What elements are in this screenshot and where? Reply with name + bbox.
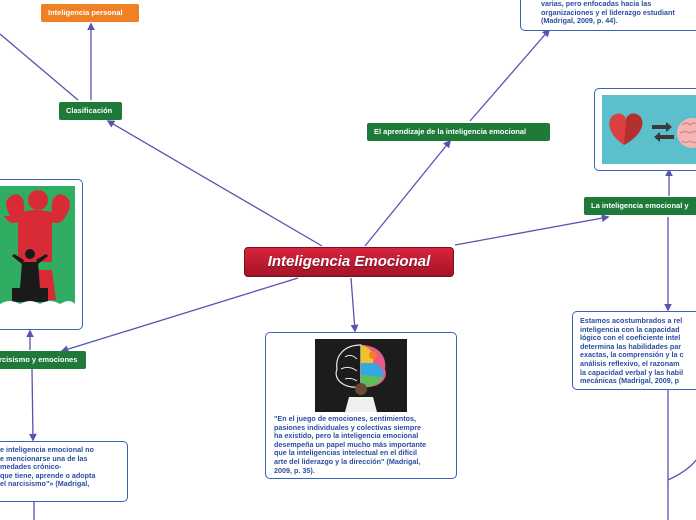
- link-central-right: [454, 214, 610, 246]
- center-quote-line-2: pasiones individuales y colectivas siemp…: [274, 422, 422, 432]
- right-quote-line-8: mecánicas (Madrigal, 2009, p: [580, 376, 680, 386]
- link-narcisismo-quote: [29, 368, 37, 442]
- center-quote-line-7: 2009, p. 35).: [274, 465, 315, 475]
- top-right-line-3: (Madrigal, 2009, p. 44).: [541, 16, 618, 26]
- brain-icon: [677, 118, 696, 148]
- top-right-text: varias, pero enfocadas hacia las organiz…: [541, 0, 696, 26]
- narcisismo-image: [0, 186, 75, 324]
- top-right-line-1: varias, pero enfocadas hacia las: [541, 0, 652, 8]
- link-rightquote-down: [667, 389, 696, 520]
- heart-brain-image: [602, 95, 696, 164]
- right-quote-text: Estamos acostumbrados a rel inteligencia…: [580, 317, 696, 386]
- link-aprendizaje-topright: [469, 28, 551, 122]
- businessman-icon: [12, 249, 48, 302]
- right-quote-line-1: Estamos acostumbrados a rel: [580, 317, 683, 325]
- right-quote-box: [572, 311, 696, 390]
- right-quote-line-7: la capacidad verbal y las habil: [580, 367, 684, 377]
- link-central-narcisismo: [60, 277, 299, 353]
- right-quote-line-6: análisis reflexivo, el razonam: [580, 358, 680, 368]
- left-quote-box: [0, 441, 128, 502]
- exchange-arrows-icon: [652, 122, 674, 142]
- right-quote-line-3: lógico con el coeficiente intel: [580, 333, 681, 343]
- center-quote-text: "En el juego de emociones, sentimientos,…: [274, 414, 454, 475]
- top-right-text-box: [520, 0, 696, 31]
- center-quote-line-3: ha existido, pero la inteligencia emocio…: [274, 431, 419, 441]
- left-quote-line-2: e mencionarse una de las: [0, 453, 88, 463]
- aprendizaje-node[interactable]: El aprendizaje de la inteligencia emocio…: [367, 123, 550, 141]
- right-quote-line-5: exactas, la comprensión y la c: [580, 350, 684, 360]
- top-right-line-2: organizaciones y el liderazgo estudiant: [541, 7, 675, 17]
- narcisismo-node[interactable]: rcisismo y emociones: [0, 351, 86, 369]
- link-central-quote: [350, 277, 359, 333]
- center-quote-line-4: desempeña un papel mucho más importante: [274, 439, 427, 449]
- clasificacion-node[interactable]: Clasificación: [59, 102, 122, 120]
- left-quote-line-5: el narcisismo"» (Madrigal,: [0, 479, 90, 489]
- center-quote-line-6: arte del liderazgo y la dirección" (Madr…: [274, 456, 421, 466]
- left-quote-line-4: que tiene, aprende o adopta: [0, 470, 96, 480]
- left-quote-line-1: e inteligencia emocional no: [0, 445, 94, 454]
- colorful-brain-icon: [335, 344, 386, 388]
- right-quote-line-2: inteligencia con la capacidad: [580, 324, 680, 334]
- center-quote-line-5: que la inteligencias intelectual en el d…: [274, 448, 417, 458]
- left-quote-text: e inteligencia emocional no e mencionars…: [0, 445, 124, 489]
- link-central-clasificacion: [106, 120, 323, 247]
- link-central-aprendizaje: [364, 139, 451, 247]
- left-quote-line-3: medades crónico-: [0, 462, 62, 472]
- link-clasificacion-offscreen: [0, 33, 79, 101]
- inteligencia-emocional-y-node[interactable]: La inteligencia emocional y: [584, 197, 696, 215]
- central-topic[interactable]: Inteligencia Emocional: [244, 247, 454, 277]
- center-quote-line-1: "En el juego de emociones, sentimientos,: [274, 414, 416, 423]
- right-quote-line-4: determina las habilidades par: [580, 341, 682, 351]
- colorful-brain-image: [315, 339, 407, 412]
- inteligencia-personal-node[interactable]: Inteligencia personal: [41, 4, 139, 22]
